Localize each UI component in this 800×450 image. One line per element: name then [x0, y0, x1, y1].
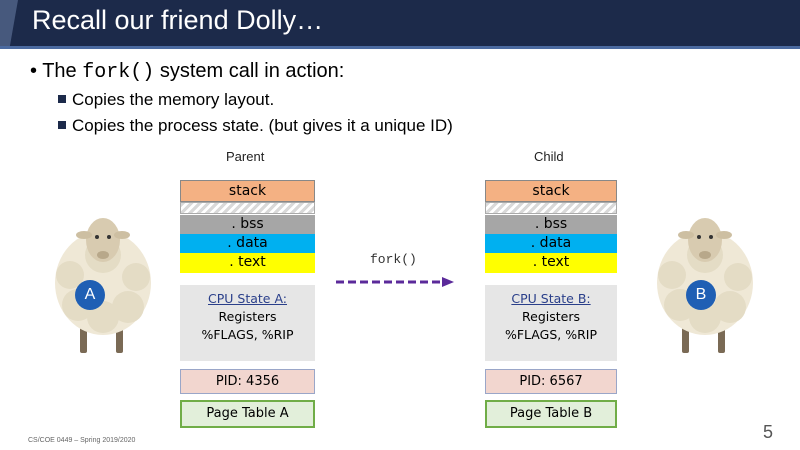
- child-label: Child: [534, 149, 564, 164]
- fork-label: fork(): [370, 252, 417, 267]
- parent-cpu-title: CPU State A:: [208, 291, 287, 306]
- sub-bullet-1-text: Copies the memory layout.: [72, 90, 275, 109]
- parent-bss: . bss: [180, 215, 315, 234]
- child-bss: . bss: [485, 215, 617, 234]
- child-free-space: [485, 202, 617, 214]
- dashed-arrow-icon: [336, 277, 454, 287]
- bullet-post: system call in action:: [159, 60, 345, 82]
- title-rule: [0, 46, 800, 49]
- bullet-dot: •: [30, 60, 38, 82]
- child-data: . data: [485, 234, 617, 253]
- parent-label: Parent: [226, 149, 265, 164]
- sub-bullet-1: Copies the memory layout.: [58, 90, 274, 110]
- square-bullet-icon: [58, 95, 66, 103]
- page-number: 5: [763, 422, 774, 442]
- process-a-badge: A: [75, 280, 105, 310]
- parent-cpu-registers: Registers: [218, 309, 277, 324]
- sheep-a-illustration: [55, 218, 151, 353]
- bullet-main: • The fork() system call in action:: [30, 60, 344, 84]
- parent-page-table: Page Table A: [180, 400, 315, 428]
- bullet-code: fork(): [82, 61, 155, 84]
- child-cpu-title: CPU State B:: [511, 291, 591, 306]
- parent-cpu-flags: %FLAGS, %RIP: [201, 327, 294, 342]
- child-cpu-state: CPU State B: Registers %FLAGS, %RIP: [485, 285, 617, 361]
- child-cpu-flags: %FLAGS, %RIP: [504, 327, 597, 342]
- child-stack: stack: [485, 180, 617, 202]
- child-text: . text: [485, 253, 617, 273]
- parent-text: . text: [180, 253, 315, 273]
- child-pid: PID: 6567: [485, 369, 617, 394]
- footer-course: CS/COE 0449 – Spring 2019/2020: [28, 437, 136, 444]
- square-bullet-icon: [58, 121, 66, 129]
- child-page-table: Page Table B: [485, 400, 617, 428]
- parent-free-space: [180, 202, 315, 214]
- child-cpu-registers: Registers: [522, 309, 580, 324]
- sub-bullet-2: Copies the process state. (but gives it …: [58, 116, 453, 136]
- parent-cpu-state: CPU State A: Registers %FLAGS, %RIP: [180, 285, 315, 361]
- parent-data: . data: [180, 234, 315, 253]
- sub-bullet-2-text: Copies the process state. (but gives it …: [72, 116, 453, 135]
- title-bar: [0, 0, 800, 46]
- process-b-badge: B: [686, 280, 716, 310]
- parent-pid: PID: 4356: [180, 369, 315, 394]
- bullet-pre: The: [42, 60, 77, 82]
- parent-stack: stack: [180, 180, 315, 202]
- slide-title: Recall our friend Dolly…: [32, 5, 324, 35]
